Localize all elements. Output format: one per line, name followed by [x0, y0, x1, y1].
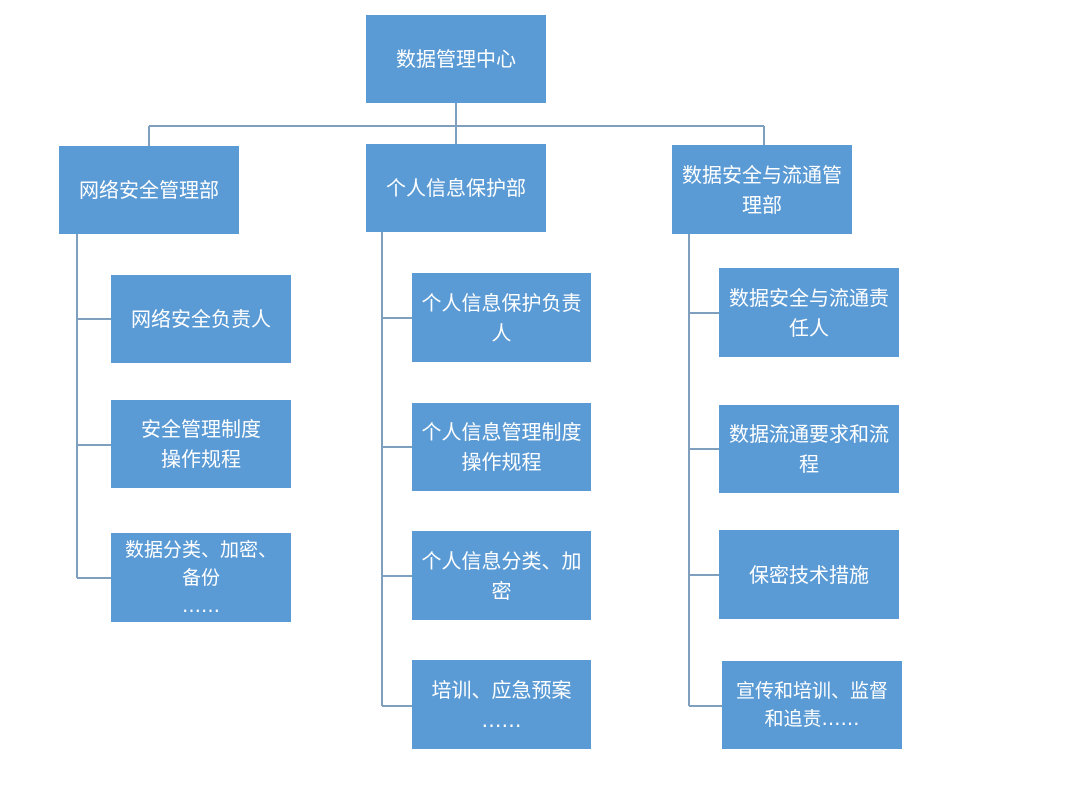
responsibility-label: 培训、应急预案 …… — [431, 677, 572, 732]
responsibility-node: 个人信息管理制度 操作规程 — [412, 403, 591, 491]
responsibility-label: 网络安全负责人 — [131, 307, 271, 331]
responsibility-label: 个人信息分类、加 密 — [421, 548, 582, 603]
responsibility-label: 个人信息保护负责 人 — [421, 290, 582, 345]
department-node: 个人信息保护部 — [366, 144, 546, 232]
responsibility-label: 数据安全与流通责 任人 — [729, 285, 889, 340]
responsibility-node: 保密技术措施 — [719, 530, 899, 619]
responsibility-node: 个人信息分类、加 密 — [412, 531, 591, 620]
responsibility-label: 数据分类、加密、 备份 …… — [124, 538, 277, 617]
department-node: 网络安全管理部 — [59, 146, 239, 234]
responsibility-node: 培训、应急预案 …… — [412, 660, 591, 749]
responsibility-label: 宣传和培训、监督 和追责…… — [735, 680, 888, 730]
department-label: 个人信息保护部 — [386, 176, 526, 200]
responsibility-node: 网络安全负责人 — [111, 275, 291, 363]
responsibility-label: 个人信息管理制度 操作规程 — [421, 420, 582, 474]
responsibility-node: 个人信息保护负责 人 — [412, 273, 591, 362]
responsibility-node: 宣传和培训、监督 和追责…… — [722, 661, 902, 749]
responsibility-label: 安全管理制度 操作规程 — [141, 417, 261, 471]
responsibility-node: 数据安全与流通责 任人 — [719, 268, 899, 357]
department-label: 数据安全与流通管 理部 — [682, 162, 842, 217]
department-label: 网络安全管理部 — [79, 178, 219, 202]
responsibility-label: 保密技术措施 — [749, 562, 869, 587]
department-node: 数据安全与流通管 理部 — [672, 145, 852, 234]
responsibility-node: 数据分类、加密、 备份 …… — [111, 533, 291, 622]
root-node: 数据管理中心 — [366, 15, 546, 103]
responsibility-label: 数据流通要求和流 程 — [729, 422, 889, 476]
responsibility-node: 安全管理制度 操作规程 — [111, 400, 291, 488]
responsibility-node: 数据流通要求和流 程 — [719, 405, 899, 493]
root-node-label: 数据管理中心 — [396, 47, 516, 71]
